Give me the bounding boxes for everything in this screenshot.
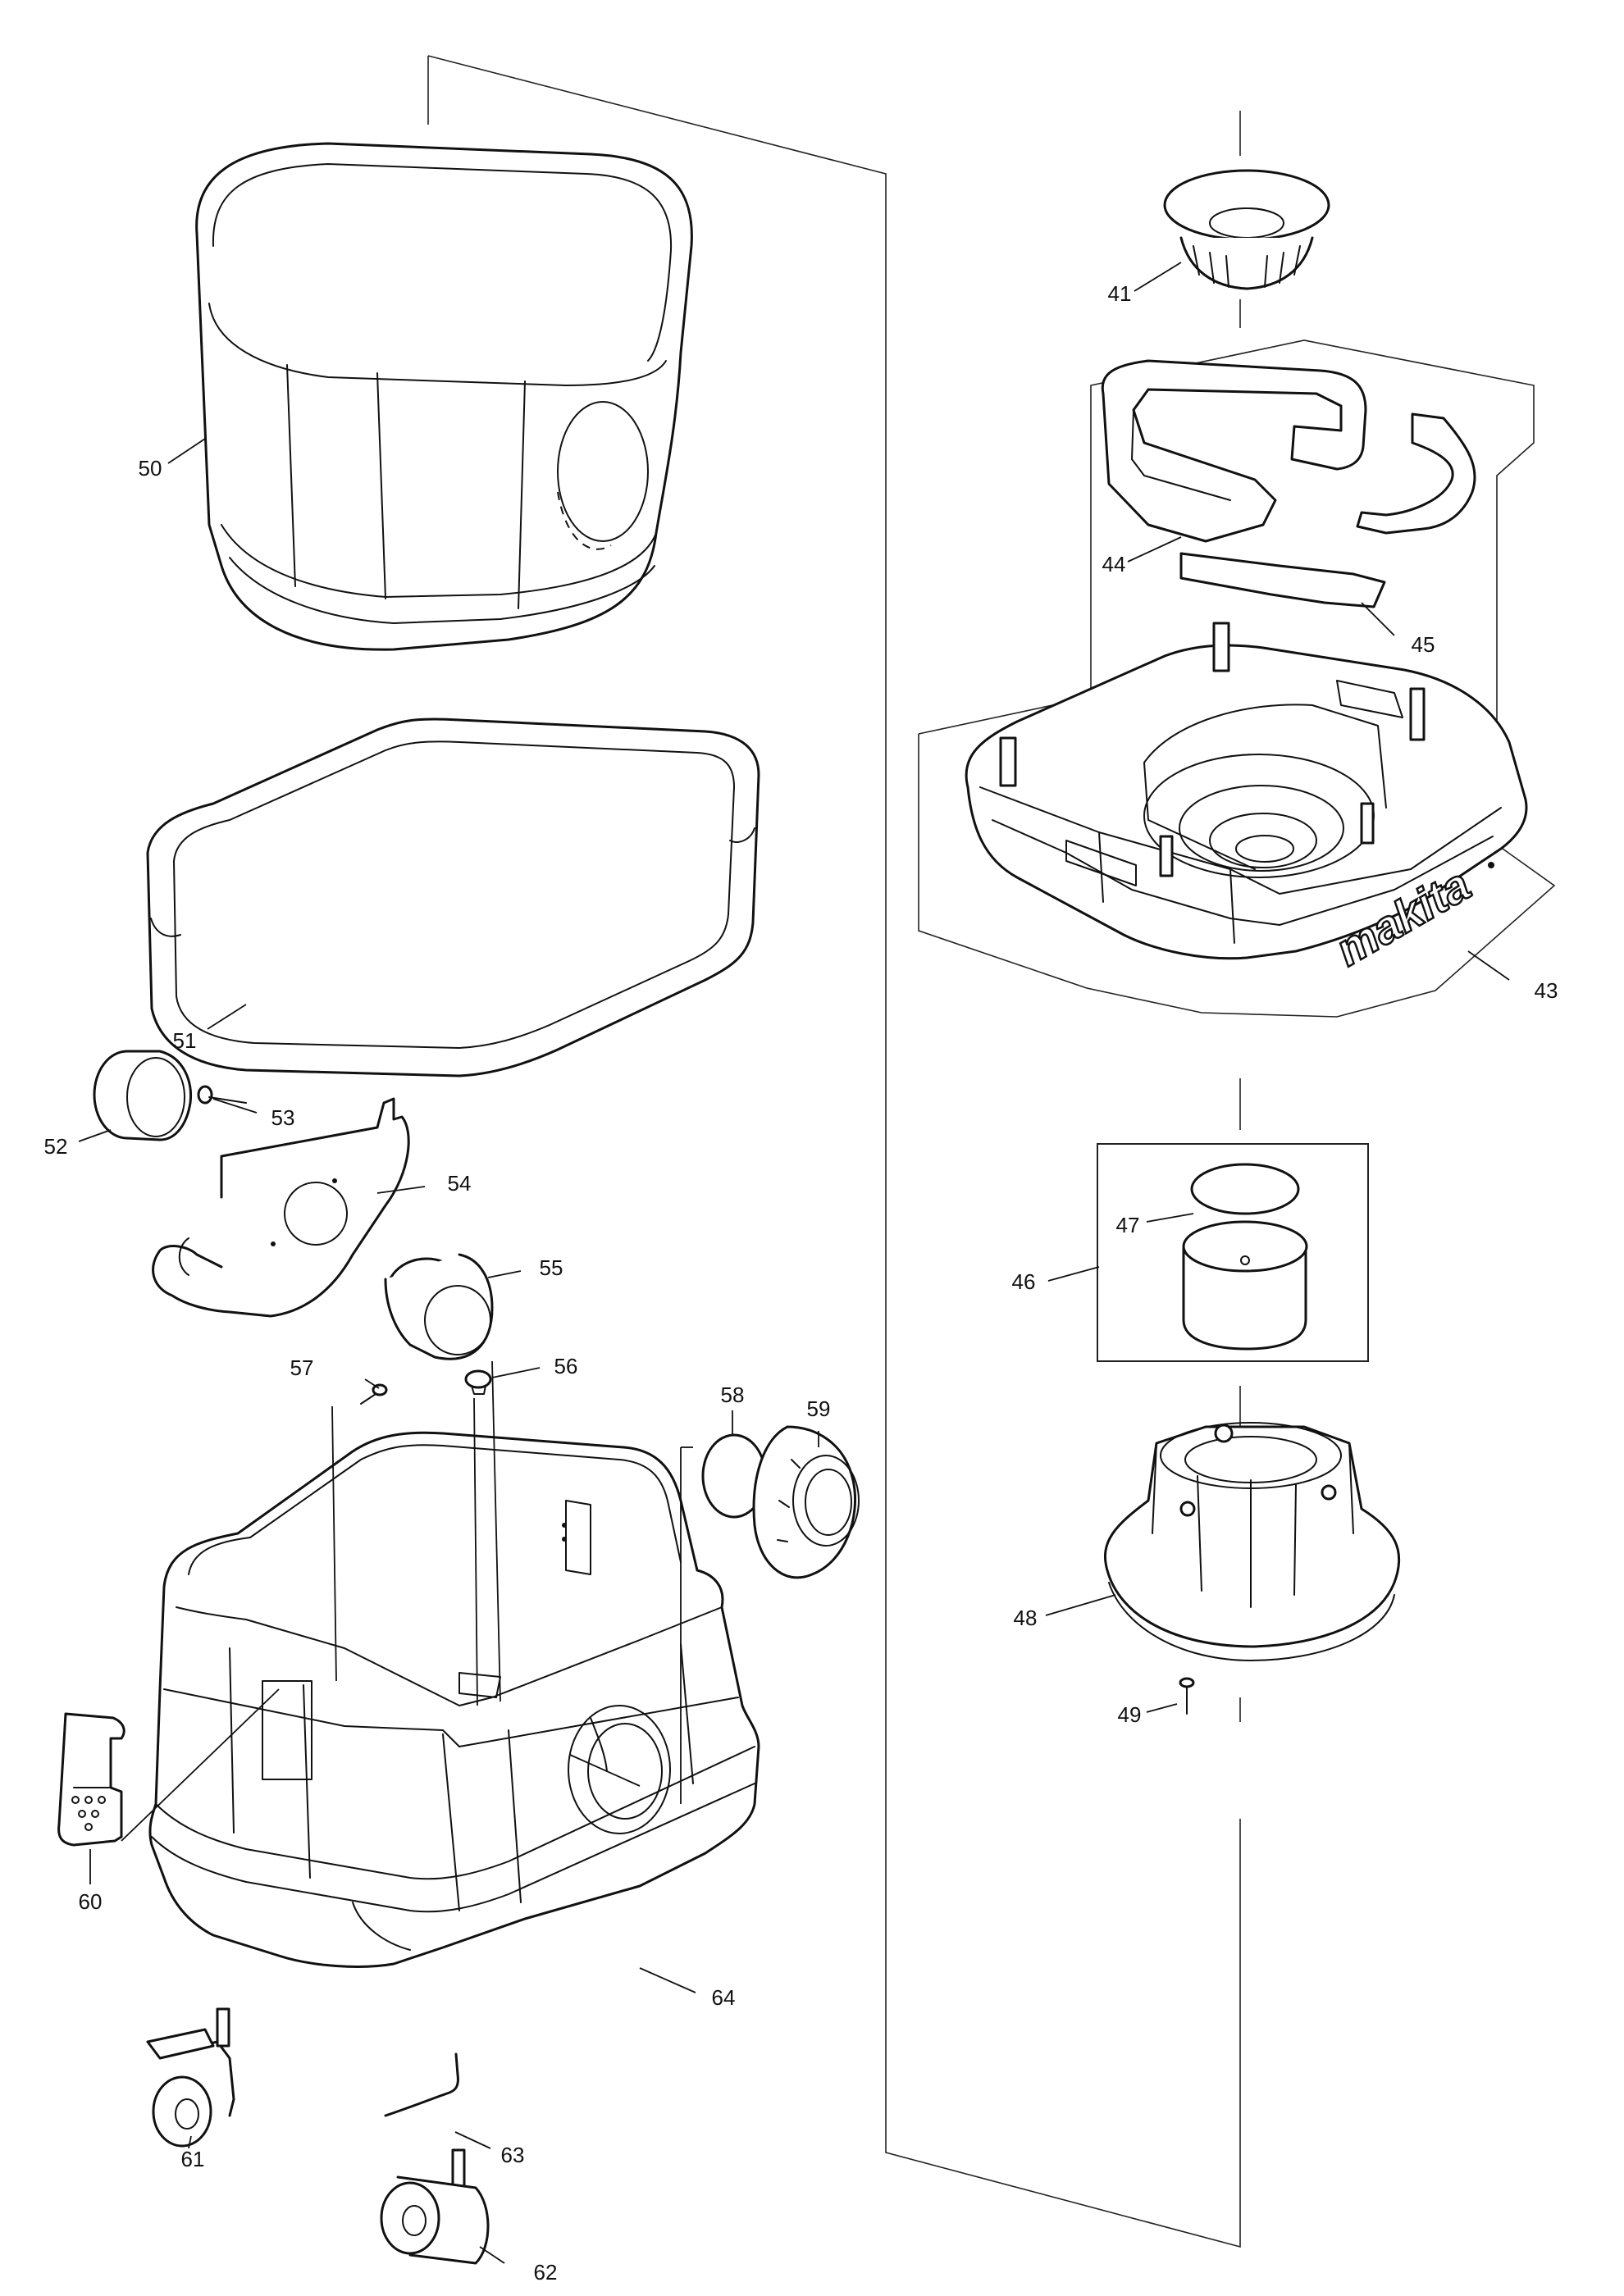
- part-49-screw-drawing: [1179, 1677, 1195, 1715]
- part-label-43: 43: [1535, 978, 1558, 1003]
- part-label-58: 58: [721, 1383, 745, 1407]
- part-label-44: 44: [1102, 552, 1126, 576]
- part-label-41: 41: [1108, 281, 1132, 306]
- part-label-60: 60: [79, 1889, 103, 1914]
- part-label-46: 46: [1012, 1269, 1036, 1294]
- part-59-connector-drawing: [752, 1425, 860, 1579]
- part-51-gasket-drawing: [146, 718, 760, 1077]
- part-63-spring-drawing: [384, 2052, 459, 2117]
- part-label-51: 51: [173, 1028, 197, 1053]
- part-52-hose-ring-drawing: [93, 1050, 193, 1141]
- part-64-tank-drawing: [148, 1431, 760, 1968]
- part-label-54: 54: [448, 1171, 472, 1196]
- part-label-62: 62: [534, 2260, 558, 2285]
- part-label-63: 63: [501, 2143, 525, 2167]
- part-label-50: 50: [139, 456, 162, 481]
- part-label-45: 45: [1412, 632, 1435, 657]
- part-57-screw-drawing: [360, 1383, 388, 1405]
- part-41-cap-drawing: [1163, 169, 1330, 290]
- part-label-57: 57: [290, 1355, 314, 1380]
- part-label-56: 56: [554, 1354, 578, 1378]
- part-60-latch-drawing: [57, 1712, 125, 1847]
- part-label-52: 52: [44, 1134, 68, 1159]
- part-46-filter-set-drawing: [1097, 1143, 1369, 1362]
- part-53-screw-drawing: [197, 1085, 247, 1105]
- part-label-55: 55: [540, 1255, 563, 1280]
- part-43-head-drawing: makita: [965, 622, 1528, 977]
- part-50-liner-drawing: [195, 142, 693, 651]
- part-44-seal-drawing: [1101, 359, 1476, 608]
- part-61-caster-drawing: [146, 2007, 235, 2148]
- part-label-48: 48: [1014, 1606, 1038, 1630]
- part-number-labels: 41 43 44 45 46 47 48 49 50 51 52 53 54 5…: [44, 281, 1558, 2285]
- part-label-47: 47: [1116, 1213, 1140, 1237]
- part-56-plug-drawing: [464, 1369, 492, 1395]
- part-54-guard-drawing: [152, 1097, 410, 1318]
- part-55-joint-drawing: [384, 1253, 494, 1360]
- part-label-49: 49: [1118, 1702, 1142, 1727]
- leader-lines: [78, 262, 1510, 2264]
- part-62-caster-drawing: [380, 2148, 490, 2265]
- part-label-53: 53: [271, 1105, 295, 1130]
- part-48-holder-drawing: [1103, 1422, 1401, 1661]
- part-label-59: 59: [807, 1396, 831, 1421]
- part-label-61: 61: [181, 2147, 205, 2171]
- part-label-64: 64: [712, 1985, 736, 2010]
